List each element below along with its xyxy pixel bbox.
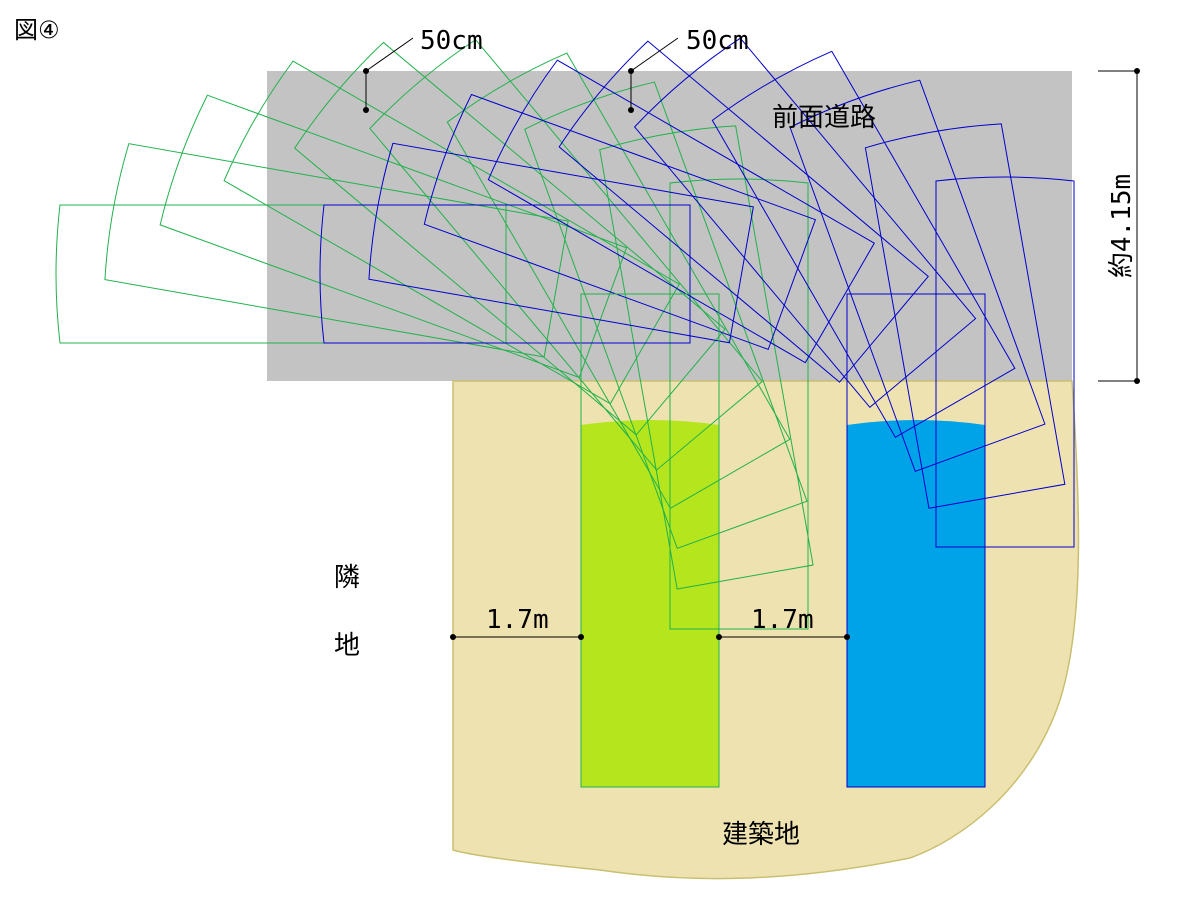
car-outline-position [669,178,809,630]
dot [716,634,722,640]
offset-1-leader [365,37,414,72]
car-outline-position [524,81,808,550]
dimension-dots [363,68,1140,640]
car-outline-position [599,125,814,590]
car-outline-position [294,41,726,436]
offset-2-label: 50cm [686,26,749,56]
parking-bay-green [580,293,720,788]
parking-bay-blue [846,293,986,788]
dot [363,68,369,74]
car-outline-position [104,143,569,358]
dot [844,634,850,640]
road-label: 前面道路 [772,103,876,133]
gap-2-label: 1.7m [751,605,814,635]
offset-2-leader [630,37,679,72]
dot [628,107,634,113]
car-outline-position [223,60,681,405]
car-outline-position [789,79,1046,472]
parked-car-green [581,420,719,787]
car-outline-position [558,40,929,383]
dot [363,107,369,113]
dot [578,634,584,640]
dot [628,68,634,74]
dot [450,634,456,640]
neighbor-label-1: 隣 [334,563,360,593]
car-outline-position [159,94,628,379]
car-outline-position [368,142,754,344]
car-outline-position [633,37,977,408]
turning-sweep-green [55,39,814,630]
neighbor-label-2: 地 [334,631,360,661]
dot [1134,68,1140,74]
gap-1-label: 1.7m [486,605,549,635]
car-outline-position [935,176,1075,548]
car-outline-position [446,52,791,510]
offset-1-label: 50cm [420,26,483,56]
car-outline-position [319,204,691,344]
car-outline-position [711,50,1016,438]
car-outline-position [55,204,507,344]
road-width-label: 約4.15m [1107,174,1137,278]
dot [1134,378,1140,384]
figure-label: 図④ [14,16,60,44]
dimension-lines [365,37,1140,638]
parked-cars [581,420,985,787]
car-outline-position [864,123,1066,509]
parked-car-blue [847,420,985,787]
parking-bays [580,293,986,788]
car-outline-position [423,93,817,351]
car-outline-position [487,59,875,364]
site-label: 建築地 [722,820,800,850]
turning-sweep-blue [319,37,1075,548]
car-outline-position [369,39,763,471]
